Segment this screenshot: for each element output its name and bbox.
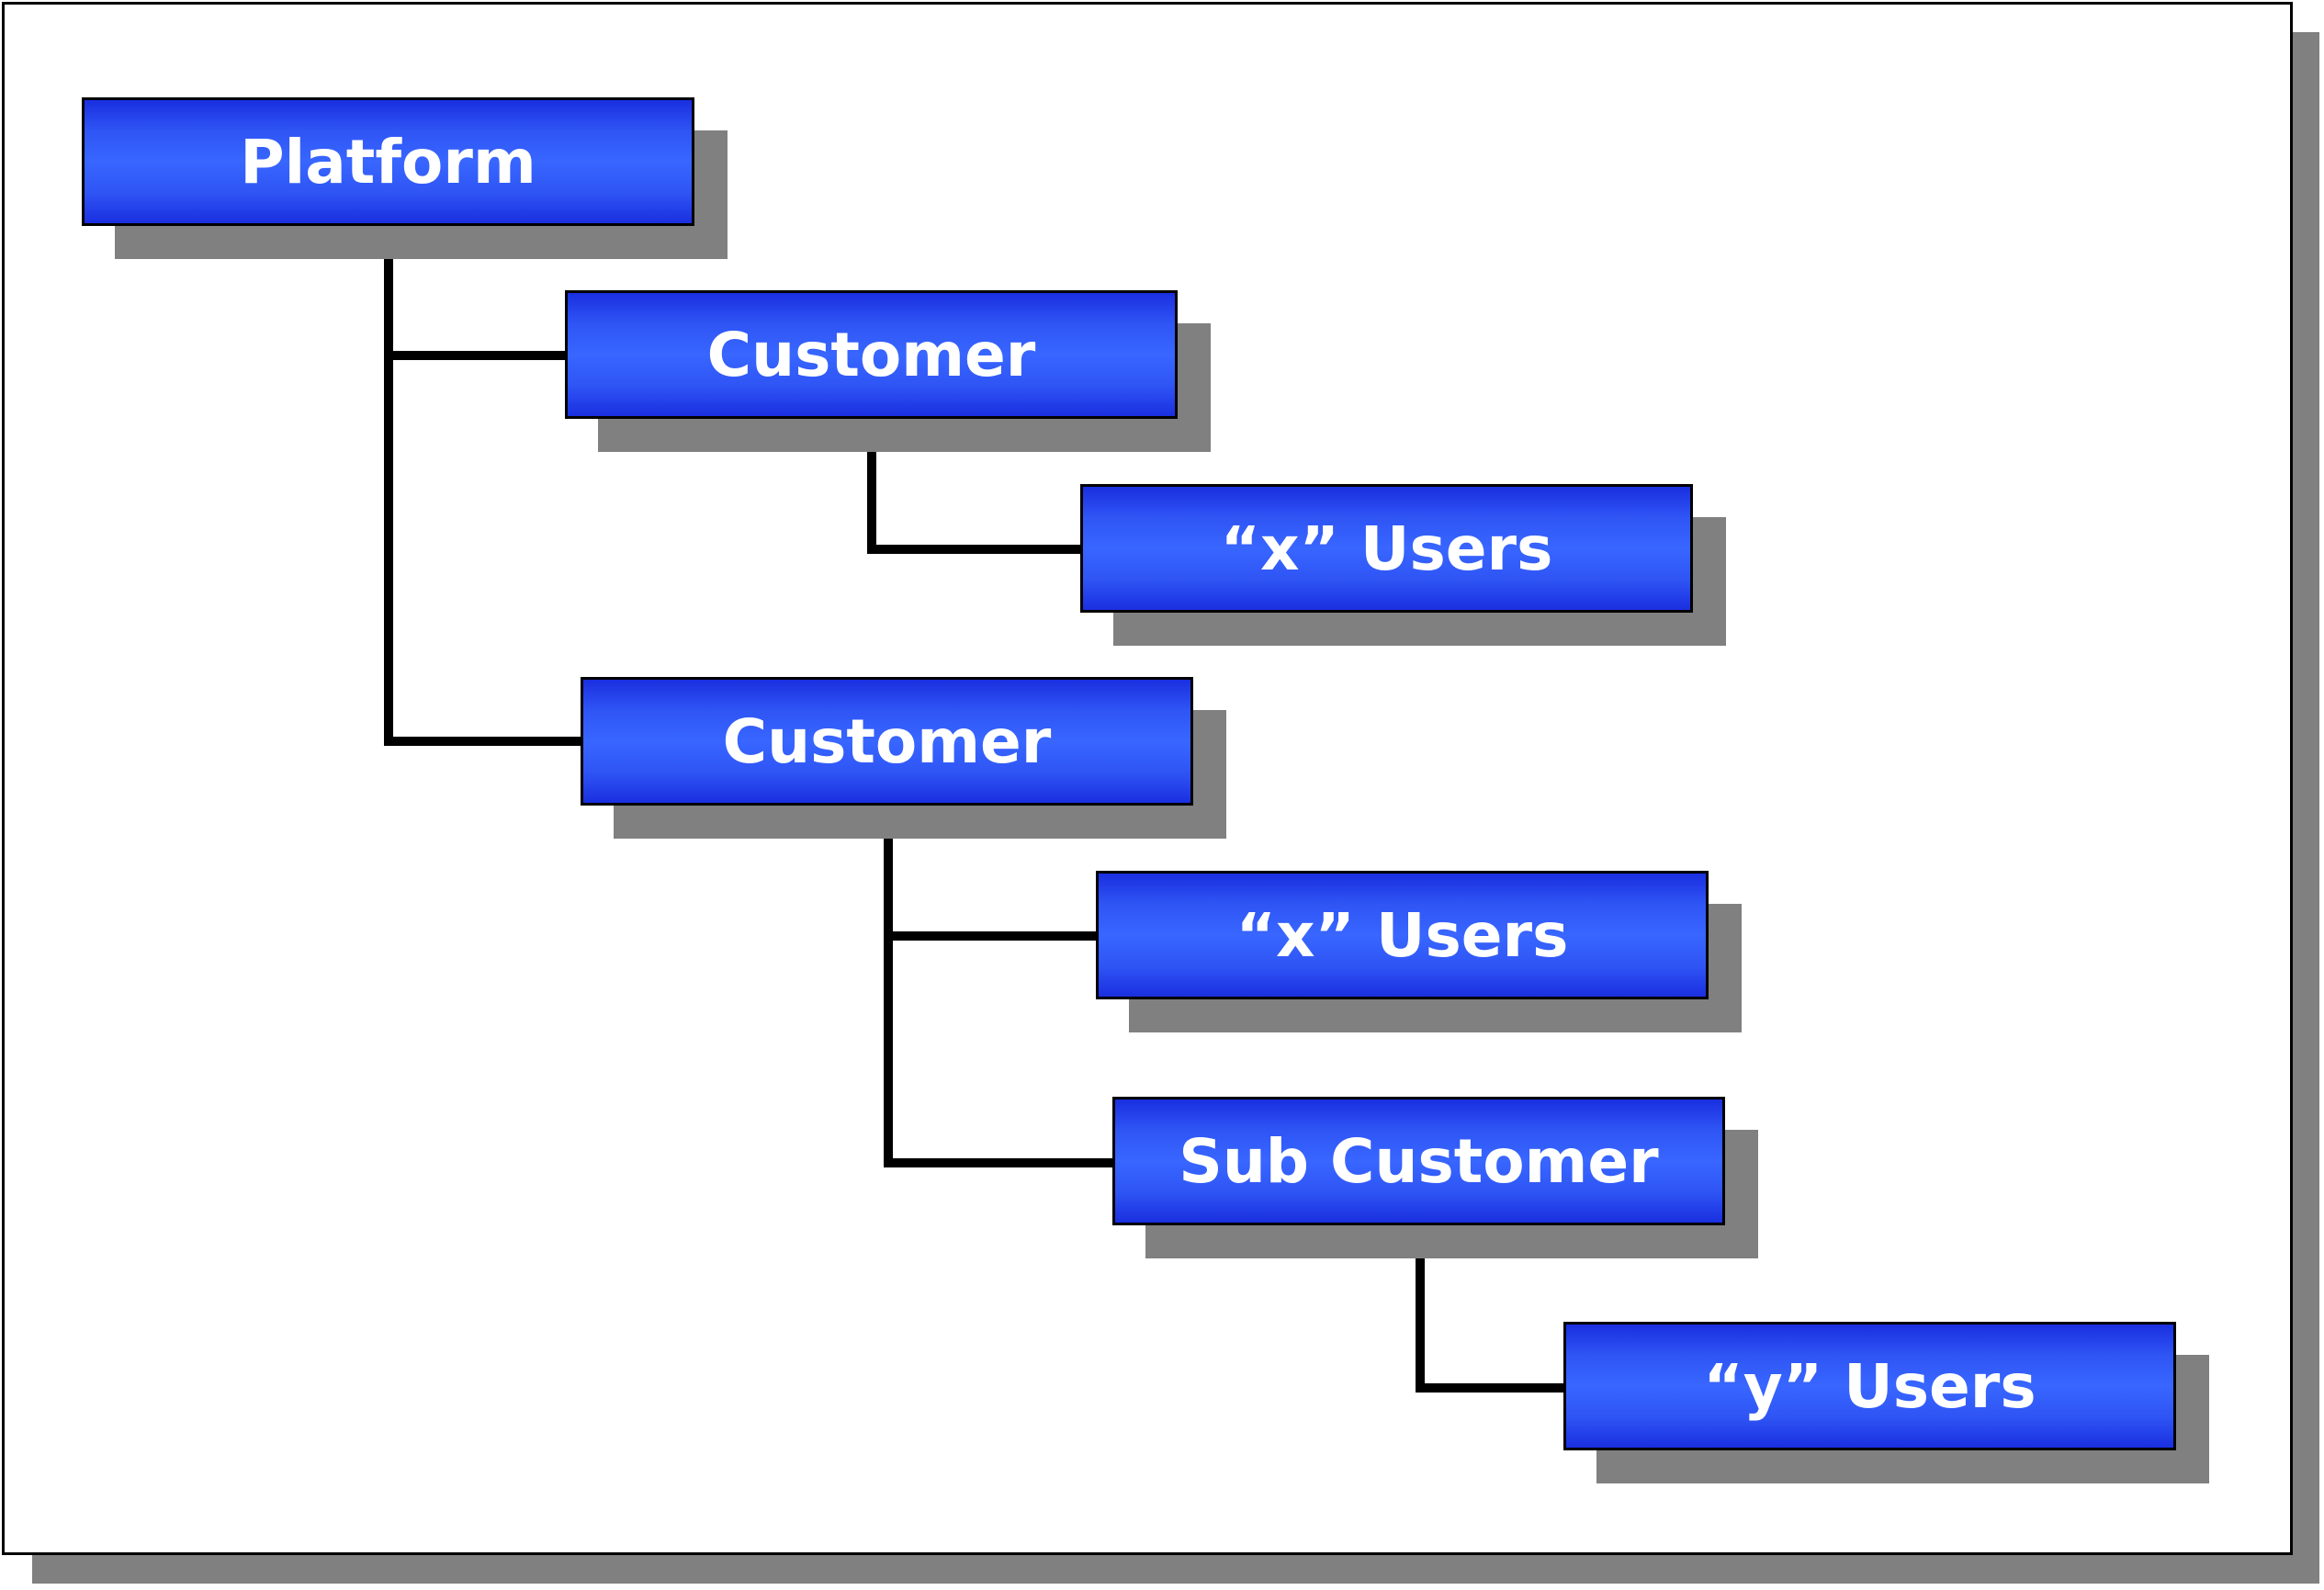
node-label: “x” Users	[1220, 513, 1553, 584]
node-x-users-2: “x” Users	[1096, 871, 1709, 999]
node-x-users-1: “x” Users	[1080, 484, 1693, 613]
node-label: “x” Users	[1235, 899, 1569, 971]
node-platform: Platform	[82, 97, 694, 226]
node-label: Customer	[706, 319, 1036, 390]
node-label: Sub Customer	[1179, 1125, 1659, 1197]
node-label: Platform	[240, 126, 536, 197]
node-customer-1: Customer	[565, 290, 1178, 419]
node-sub-customer: Sub Customer	[1112, 1097, 1725, 1225]
node-customer-2: Customer	[581, 677, 1193, 806]
node-y-users: “y” Users	[1563, 1322, 2176, 1450]
node-label: Customer	[722, 705, 1052, 777]
node-label: “y” Users	[1703, 1350, 2036, 1422]
